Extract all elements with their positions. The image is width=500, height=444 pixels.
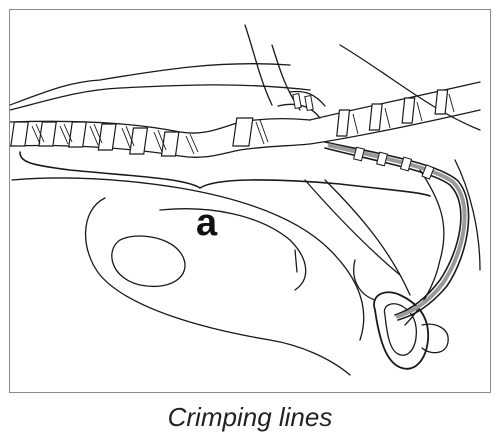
wiring-illustration <box>10 24 481 376</box>
harness-upper-edge <box>309 81 481 121</box>
body-contour-line <box>324 179 411 296</box>
callout-label: a <box>196 202 218 244</box>
tape-wrap <box>97 123 117 151</box>
tape-wrap <box>376 151 388 167</box>
body-contour-line <box>294 249 298 273</box>
tape-wrap <box>434 89 449 115</box>
harness-branch-edge <box>289 90 326 107</box>
mounting-bracket <box>373 291 429 370</box>
mounting-bracket-inner <box>383 303 418 356</box>
tape-wrap <box>353 146 365 162</box>
body-contour-line <box>244 24 273 106</box>
tape-wrap <box>160 131 180 157</box>
body-contour-line <box>339 44 481 131</box>
tape-wrap <box>399 156 413 172</box>
tape-wrap <box>232 117 254 147</box>
callout-brace <box>19 151 431 197</box>
figure-caption: Crimping lines <box>167 402 333 432</box>
body-contour-line <box>304 179 401 276</box>
body-contour-line <box>159 208 307 291</box>
tape-wrap <box>68 121 87 148</box>
tape-wrap <box>38 121 57 147</box>
harness-tape-wraps <box>10 89 449 157</box>
body-contour-line <box>353 259 376 301</box>
lead-tape-wraps <box>292 93 435 180</box>
sensor-lead-inner <box>324 141 470 321</box>
tape-wrap <box>368 103 383 131</box>
sensor-lead-fill <box>327 143 467 319</box>
body-contour-line <box>84 197 351 376</box>
tape-hatching <box>31 93 455 155</box>
harness-lower-edge <box>309 109 481 145</box>
harness-branch-edge <box>277 103 321 119</box>
tape-wrap <box>401 97 416 124</box>
body-contour-line <box>111 235 186 287</box>
body-contour-line <box>454 159 481 271</box>
bracket-tab <box>421 323 449 354</box>
body-contour-line <box>10 63 291 106</box>
diagram-frame: a <box>9 9 491 393</box>
tape-wrap <box>336 109 351 137</box>
tape-wrap <box>421 164 435 180</box>
body-contour-line <box>10 84 311 111</box>
body-contour-line <box>11 177 365 341</box>
tape-wrap <box>292 93 302 109</box>
tape-wrap <box>304 95 314 111</box>
tape-wrap <box>10 121 29 147</box>
sensor-lead-outer <box>324 147 462 316</box>
